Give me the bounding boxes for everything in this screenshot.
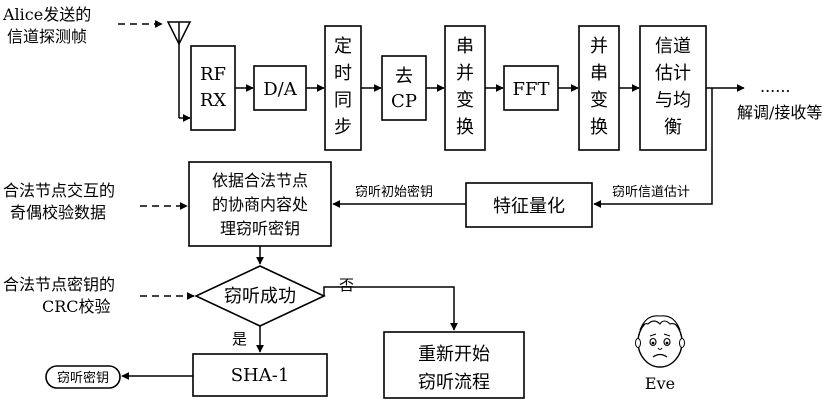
p2s-char-1: 并 — [590, 36, 608, 57]
feature-quantization-label: 特征量化 — [493, 196, 565, 217]
alice-frame-label-line1: Alice发送的 — [2, 5, 91, 24]
process-block-line1: 依据合法节点 — [212, 171, 308, 190]
decision-label: 窃听成功 — [224, 286, 296, 307]
parity-data-label-line1: 合法节点交互的 — [3, 181, 115, 200]
channel-est-line4: 衡 — [664, 117, 682, 138]
remove-cp-block: 去 CP — [382, 56, 426, 120]
p2s-char-2: 串 — [590, 63, 608, 84]
restart-eavesdrop-block: 重新开始 窃听流程 — [384, 332, 524, 398]
eve-label: Eve — [645, 374, 675, 393]
da-label: D/A — [263, 79, 297, 100]
eavesdrop-initial-key-label: 窃听初始密钥 — [355, 184, 433, 200]
crc-label-line2: CRC校验 — [42, 297, 111, 316]
restart-line1: 重新开始 — [418, 344, 490, 365]
timing-sync-block: 定 时 同 步 — [325, 26, 361, 150]
sync-char-1: 定 — [334, 36, 352, 57]
serial-to-parallel-block: 串 并 变 换 — [445, 26, 485, 150]
alice-frame-label-line2: 信道探测帧 — [7, 27, 87, 46]
rf-rx-label-line1: RF — [200, 64, 226, 85]
sync-char-4: 步 — [334, 117, 352, 138]
yes-label: 是 — [232, 330, 247, 348]
remove-cp-line1: 去 — [395, 66, 413, 87]
da-block: D/A — [254, 66, 306, 110]
p2s-char-4: 换 — [590, 117, 608, 138]
eavesdrop-key-label: 窃听密钥 — [57, 370, 109, 386]
demod-receive-label: 解调/接收等 — [737, 103, 822, 122]
fft-label: FFT — [513, 79, 550, 100]
process-block-line2: 的协商内容处 — [212, 195, 308, 214]
success-decision-diamond: 窃听成功 — [196, 266, 324, 326]
eavesdrop-key-output: 窃听密钥 — [46, 366, 120, 388]
s2p-char-4: 换 — [456, 117, 474, 138]
channel-est-line2: 估计 — [655, 63, 691, 84]
parallel-to-serial-block: 并 串 变 换 — [579, 26, 619, 150]
eve-face-icon — [636, 316, 685, 367]
key-processing-block: 依据合法节点 的协商内容处 理窃听密钥 — [189, 162, 331, 246]
process-block-line3: 理窃听密钥 — [220, 219, 300, 238]
p2s-char-3: 变 — [590, 90, 608, 111]
s2p-char-3: 变 — [456, 90, 474, 111]
sha1-block: SHA-1 — [193, 354, 327, 396]
eavesdrop-channel-est-label: 窃听信道估计 — [612, 184, 690, 200]
no-label: 否 — [339, 276, 354, 294]
sync-char-3: 同 — [334, 90, 352, 111]
crc-label-line1: 合法节点密钥的 — [3, 275, 115, 294]
remove-cp-line2: CP — [391, 91, 417, 112]
sha1-label: SHA-1 — [231, 365, 290, 386]
sync-char-2: 时 — [334, 63, 352, 84]
s2p-char-1: 串 — [456, 36, 474, 57]
channel-est-line1: 信道 — [655, 36, 691, 57]
feature-quantization-block: 特征量化 — [466, 183, 592, 227]
rf-rx-label-line2: RX — [200, 90, 227, 111]
antenna-icon — [168, 22, 190, 118]
restart-line2: 窃听流程 — [418, 372, 490, 393]
output-ellipsis: ...... — [760, 77, 791, 96]
channel-estimation-block: 信道 估计 与均 衡 — [640, 26, 706, 150]
fft-block: FFT — [504, 66, 558, 110]
s2p-char-2: 并 — [456, 63, 474, 84]
channel-est-line3: 与均 — [655, 90, 691, 111]
rf-rx-block: RF RX — [191, 46, 235, 130]
parity-data-label-line2: 奇偶校验数据 — [10, 203, 106, 222]
